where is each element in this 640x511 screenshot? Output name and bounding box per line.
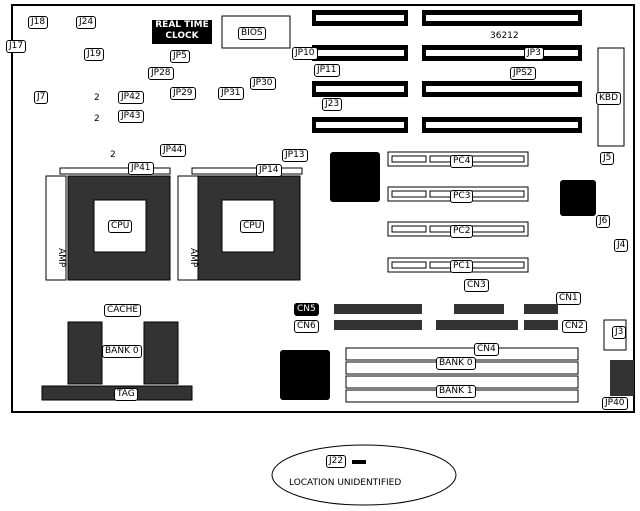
cn2-label: CN2 [562,320,587,333]
real-time-clock: REAL TIME CLOCK [152,20,212,44]
chipset-chip-1 [330,152,380,202]
cn3-label: CN3 [464,279,489,292]
location-unidentified-label: LOCATION UNIDENTIFIED [289,478,402,488]
jp3-label: JP3 [524,47,544,60]
j7-label: J7 [34,91,49,104]
jp31-label: JP31 [218,87,244,100]
cpu-1-label: CPU [108,220,133,233]
jp13-label: JP13 [282,149,308,162]
rtc-line-2: CLOCK [165,31,199,41]
memory-bank-0-label: BANK 0 [436,357,476,370]
jp44-pin-label: 2 [110,150,116,160]
jp40-label: JP40 [602,397,628,410]
jps2-label: JPS2 [510,67,536,80]
cache-label: CACHE [104,304,142,317]
jp11-label: JP11 [314,64,340,77]
j5-label: J5 [600,152,615,165]
rtc-line-1: REAL TIME [155,20,209,30]
pc1-label: PC1 [450,260,474,273]
cpu-socket-2 [177,167,303,281]
right-port [610,360,634,396]
jp44-label: JP44 [160,144,186,157]
j3-label: J3 [612,326,627,339]
j19-label: J19 [84,48,105,61]
jp5-label: JP5 [170,50,190,63]
memory-banks [345,347,579,403]
chipset-chip-2 [560,180,596,216]
jp42-label: JP42 [118,91,144,104]
j18-label: J18 [28,16,49,29]
cpu-socket-1 [45,167,171,281]
j4-label: J4 [614,239,629,252]
jp28-label: JP28 [148,67,174,80]
memory-bank-1-label: BANK 1 [436,385,476,398]
amp-2-label: AMP [188,248,198,268]
cn5-label: CN5 [294,303,319,316]
location-unidentified-ellipse [271,444,457,506]
cn6-label: CN6 [294,320,319,333]
cpu-2-label: CPU [240,220,265,233]
bios-chip-outline [221,15,291,49]
chipset-chip-3 [280,350,330,400]
j6-label: J6 [596,215,611,228]
cn-connectors [334,304,558,330]
cn1-label: CN1 [556,292,581,305]
j22-label: J22 [326,455,347,468]
tag-label: TAG [114,388,138,401]
pc2-label: PC2 [450,225,474,238]
jp30-label: JP30 [250,77,276,90]
pc4-label: PC4 [450,155,474,168]
cache-bank-label: BANK 0 [102,345,142,358]
j17-label: J17 [6,40,27,53]
kbd-label: KBD [596,92,622,105]
jp41-label: JP41 [128,162,154,175]
j24-label: J24 [76,16,97,29]
j23-label: J23 [322,98,343,111]
jp43-label: JP43 [118,110,144,123]
jp10-label: JP10 [292,47,318,60]
pc3-label: PC3 [450,190,474,203]
jp14-label: JP14 [256,164,282,177]
jp29-label: JP29 [170,87,196,100]
bios-label: BIOS [238,27,266,40]
jp42-pin-label: 2 [94,93,100,103]
cn4-label: CN4 [474,343,499,356]
jp43-pin-label: 2 [94,114,100,124]
amp-1-label: AMP [56,248,66,268]
model-number: 36212 [490,31,519,41]
cache-chips [67,321,179,385]
